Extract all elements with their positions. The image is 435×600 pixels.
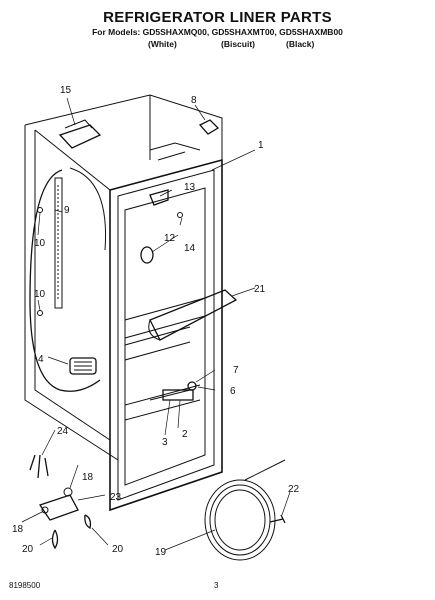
part-2-bracket xyxy=(162,389,194,401)
finish-black: (Black) xyxy=(286,39,315,49)
liner-top-inner xyxy=(34,129,111,191)
liner-front-flange xyxy=(109,158,223,512)
liner-top-edge xyxy=(24,94,223,175)
callout-13: 13 xyxy=(184,182,196,193)
callout-leaders xyxy=(21,97,291,551)
callout-22: 22 xyxy=(288,484,300,495)
callout-1: 1 xyxy=(258,140,264,151)
callout-9: 9 xyxy=(64,205,70,216)
part-23-lamp-housing xyxy=(38,494,79,521)
liner-left-side xyxy=(24,125,119,461)
callout-24: 24 xyxy=(57,426,69,437)
footer-part-number: 8198500 xyxy=(9,581,41,590)
callout-3: 3 xyxy=(162,437,168,448)
part-4-vent xyxy=(69,357,97,375)
callout-15: 15 xyxy=(60,85,72,96)
callout-23: 23 xyxy=(110,492,122,503)
part-19-coil-inner xyxy=(214,489,266,551)
liner-top-ridges xyxy=(149,142,201,161)
part-4-louvers xyxy=(74,361,92,371)
callout-20-left: 20 xyxy=(22,544,34,555)
callout-6: 6 xyxy=(230,386,236,397)
callout-20-right: 20 xyxy=(112,544,124,555)
part-19-coil-mid xyxy=(209,484,271,556)
callout-18-upper: 18 xyxy=(82,472,94,483)
wire-harness xyxy=(29,169,101,392)
callout-19: 19 xyxy=(155,547,167,558)
side-rail xyxy=(54,177,63,309)
liner-inner-wall xyxy=(34,130,111,441)
part-18-clip-upper xyxy=(63,487,73,497)
callout-12: 12 xyxy=(164,233,176,244)
callout-10-lower: 10 xyxy=(34,289,46,300)
liner-shelf-ribs xyxy=(124,297,206,361)
footer-page-number: 3 xyxy=(214,581,219,590)
model-list: For Models: GD5SHAXMQ00, GD5SHAXMT00, GD… xyxy=(92,27,343,37)
callout-2: 2 xyxy=(182,429,188,440)
part-10-screw-upper xyxy=(37,207,43,213)
part-10-screw-lower xyxy=(37,310,43,316)
callout-10-upper: 10 xyxy=(34,238,46,249)
callout-8: 8 xyxy=(191,95,197,106)
part-20-bulb-right xyxy=(84,514,92,529)
part-20-bulb-left xyxy=(51,529,59,550)
part-19-coil-outer xyxy=(204,479,276,561)
part-21-cover xyxy=(149,289,238,341)
page-title: REFRIGERATOR LINER PARTS xyxy=(103,9,332,26)
part-24-harness xyxy=(29,454,49,479)
callout-numbers: 1 2 3 4 6 7 8 9 10 10 12 13 14 15 18 18 … xyxy=(12,85,300,558)
part-8-cap xyxy=(198,119,220,135)
part-15-top xyxy=(64,119,93,129)
part-21-lip xyxy=(148,319,161,341)
part-15-housing xyxy=(58,124,102,149)
finish-biscuit: (Biscuit) xyxy=(221,39,255,49)
part-18-clip-lower xyxy=(41,506,49,514)
callout-18-lower: 18 xyxy=(12,524,24,535)
callout-21: 21 xyxy=(254,284,266,295)
part-12-grommet xyxy=(140,246,154,264)
part-13-bracket xyxy=(149,189,169,206)
finish-white: (White) xyxy=(148,39,177,49)
part-6-screw xyxy=(187,381,197,391)
callout-4: 4 xyxy=(38,354,44,365)
part-19-tube-lead xyxy=(244,459,286,481)
part-14-screw xyxy=(177,212,183,218)
callout-14: 14 xyxy=(184,243,196,254)
part-22-screw xyxy=(269,514,286,524)
liner-opening xyxy=(124,187,206,486)
callout-7: 7 xyxy=(233,365,239,376)
wire-harness-branch xyxy=(69,167,107,251)
liner-front-inner xyxy=(117,169,215,501)
